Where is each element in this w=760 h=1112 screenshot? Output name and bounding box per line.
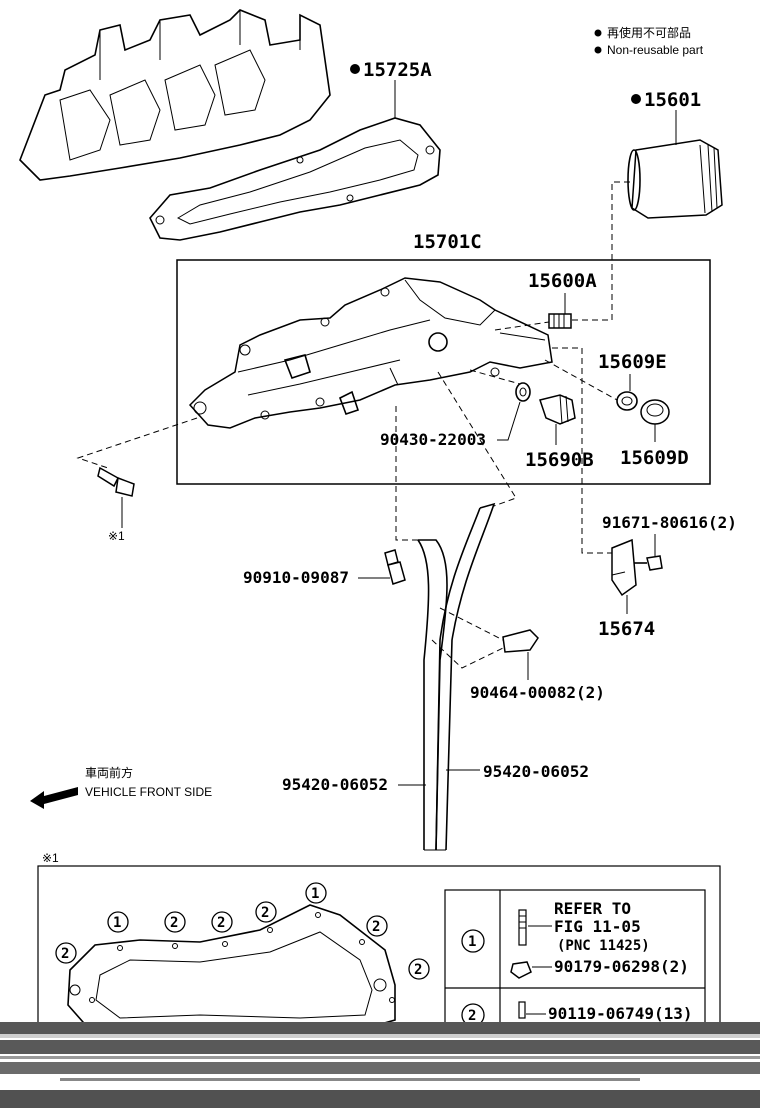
callout-3: 2 xyxy=(211,911,233,933)
label-15609d: 15609D xyxy=(620,447,689,469)
legend-jp: 再使用不可部品 xyxy=(607,25,691,40)
callout-4: 2 xyxy=(255,901,277,923)
hoses-95420 xyxy=(417,502,496,851)
label-90430: 90430-22003 xyxy=(380,430,486,449)
non-reusable-dot-15725a xyxy=(350,64,360,74)
svg-text:2: 2 xyxy=(61,946,69,962)
dashed-bracket-link xyxy=(552,347,612,554)
svg-text:2: 2 xyxy=(372,919,380,935)
dashed-valve-link xyxy=(469,369,521,385)
label-95420-right: 95420-06052 xyxy=(483,762,589,781)
dashed-fitting-link xyxy=(395,406,418,541)
svg-text:2: 2 xyxy=(261,905,269,921)
row1-fig: FIG 11-05 xyxy=(554,917,641,936)
label-15725a: 15725A xyxy=(363,59,432,81)
row1-part: 90179-06298(2) xyxy=(554,957,689,976)
dashed-plug-link xyxy=(544,359,618,401)
callout-5: 1 xyxy=(305,882,327,904)
row2-part: 90119-06749(13) xyxy=(548,1004,693,1023)
vehicle-front-jp: 車両前方 xyxy=(85,765,133,780)
stud-icon xyxy=(518,909,527,946)
row1-refer: REFER TO xyxy=(554,899,631,918)
label-15609e: 15609E xyxy=(598,351,667,373)
callout-2: 2 xyxy=(164,911,186,933)
label-91671: 91671-80616(2) xyxy=(602,513,737,532)
plug-15609d xyxy=(640,399,670,425)
legend-en: Non-reusable part xyxy=(607,43,704,57)
assembly-box xyxy=(176,259,711,485)
svg-text:2: 2 xyxy=(414,962,422,978)
label-95420-left: 95420-06052 xyxy=(282,775,388,794)
svg-text:1: 1 xyxy=(311,886,319,902)
bracket-15674 xyxy=(611,538,637,597)
gasket-15725a xyxy=(149,117,441,241)
gasket-90430 xyxy=(515,382,531,402)
oil-filter-bracket xyxy=(188,277,553,429)
fitting-90910 xyxy=(384,549,406,585)
vehicle-front-indicator: 車両前方 VEHICLE FRONT SIDE xyxy=(30,765,212,809)
cylinder-head-drawing xyxy=(19,9,331,181)
label-15674: 15674 xyxy=(598,618,655,640)
arrow-left-icon xyxy=(30,787,78,809)
ref-mark-1: ※1 xyxy=(108,529,125,543)
union-15600a xyxy=(548,313,572,329)
bolt-91671 xyxy=(634,555,663,571)
bolt-ref1 xyxy=(97,466,135,497)
dashed-clamp-link xyxy=(431,607,504,669)
svg-text:2: 2 xyxy=(217,915,225,931)
clamp-90464 xyxy=(502,629,539,653)
dashed-union-link xyxy=(494,321,550,331)
label-15601: 15601 xyxy=(644,89,701,111)
row1-number: 1 xyxy=(461,929,485,953)
dashed-filter-link xyxy=(572,181,630,321)
callout-1: 1 xyxy=(107,911,129,933)
valve-15690b xyxy=(539,394,576,425)
row1-pnc: (PNC 11425) xyxy=(557,938,650,954)
label-90464: 90464-00082(2) xyxy=(470,683,605,702)
svg-text:2: 2 xyxy=(468,1008,476,1024)
label-15690b: 15690B xyxy=(525,449,594,471)
svg-text:2: 2 xyxy=(170,915,178,931)
non-reusable-dot-15601 xyxy=(631,94,641,104)
callout-8: 2 xyxy=(408,958,430,980)
label-90910: 90910-09087 xyxy=(243,568,349,587)
inset-box xyxy=(37,865,721,1112)
oil-filter-15601 xyxy=(627,139,723,219)
inset-table: 1 REFER TO FIG 11-05 (PNC 11425) 90179-0… xyxy=(444,889,706,1031)
leader-90430 xyxy=(497,401,521,441)
svg-text:1: 1 xyxy=(468,934,476,950)
vehicle-front-en: VEHICLE FRONT SIDE xyxy=(85,785,212,799)
ring-15609e xyxy=(616,391,638,411)
legend-bullet-icon-2 xyxy=(594,46,602,54)
dashed-bolt-link xyxy=(76,417,198,469)
ref-mark-1-inset: ※1 xyxy=(42,851,59,865)
bolt-icon xyxy=(518,1001,526,1019)
svg-text:1: 1 xyxy=(113,915,121,931)
gasket-callouts: 1 2 2 2 1 2 2 2 xyxy=(55,882,430,980)
scan-noise-band xyxy=(0,1022,760,1112)
nut-icon xyxy=(510,961,532,979)
legend: 再使用不可部品 Non-reusable part xyxy=(594,25,704,57)
callout-7: 2 xyxy=(55,942,77,964)
callout-6: 2 xyxy=(366,915,388,937)
dashed-hose-link xyxy=(437,371,517,507)
label-15600a: 15600A xyxy=(528,270,597,292)
label-15701c: 15701C xyxy=(413,231,482,253)
legend-bullet-icon xyxy=(594,29,602,37)
